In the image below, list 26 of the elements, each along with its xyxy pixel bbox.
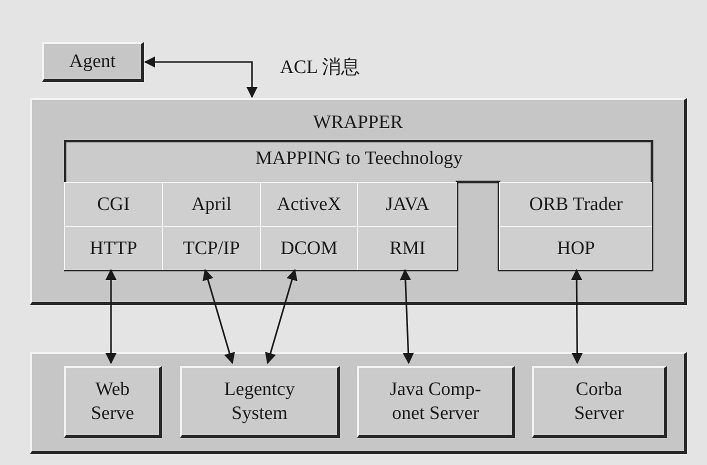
double-arrow <box>202 268 235 364</box>
technology-cell: April <box>162 182 260 226</box>
technology-cell: RMI <box>357 226 457 270</box>
double-arrow <box>265 268 298 364</box>
wrapper-panel <box>30 352 687 454</box>
double-arrow <box>400 268 414 364</box>
technology-cell: HTTP <box>64 226 162 270</box>
panel-title: MAPPING to Teechnology <box>254 148 464 170</box>
agent-box: Agent <box>42 42 144 82</box>
technology-cell: ActiveX <box>260 182 357 226</box>
server-box: Corba Server <box>532 366 667 438</box>
technology-cell: CGI <box>64 182 162 226</box>
mapping-panel <box>64 140 654 272</box>
technology-cell: HOP <box>499 226 652 270</box>
server-box: Java Comp- onet Server <box>357 366 515 438</box>
technology-cell: JAVA <box>357 182 457 226</box>
technology-cell: ORB Trader <box>499 182 652 226</box>
panel-title: WRAPPER <box>312 112 404 134</box>
server-box: Legentcy System <box>180 366 340 438</box>
technology-cell: TCP/IP <box>162 226 260 270</box>
double-arrow <box>144 56 258 98</box>
wrapper-panel <box>30 98 687 305</box>
double-arrow <box>105 268 117 364</box>
double-arrow <box>571 268 583 364</box>
server-box: Web Serve <box>64 366 162 438</box>
technology-cell: DCOM <box>260 226 357 270</box>
